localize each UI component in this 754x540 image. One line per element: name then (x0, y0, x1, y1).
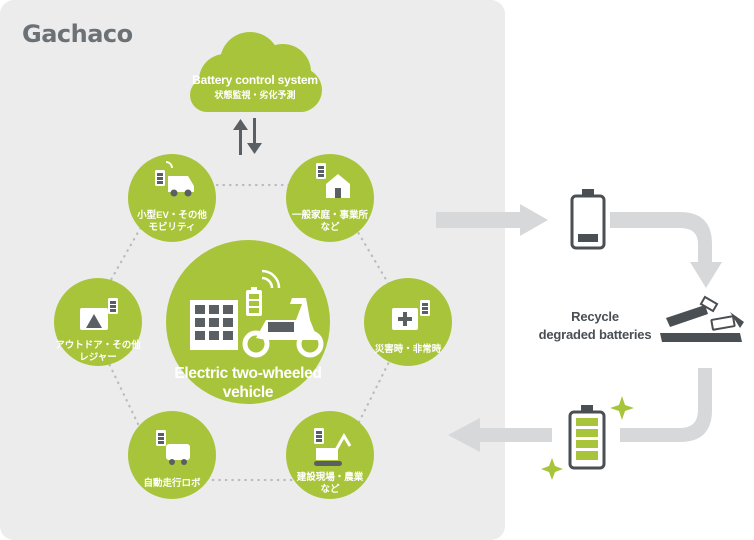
center-battery-icon (246, 269, 281, 316)
sync-arrows-icon (233, 118, 262, 155)
scooter-icon (242, 298, 324, 358)
gachaco-logo: Gachaco (22, 20, 133, 48)
node-construction-label: 建設現場・農業 など (280, 472, 380, 496)
node-construction-line1: 建設現場・農業 (296, 472, 364, 483)
node-home-label: 一般家庭・事業所 など (280, 210, 380, 234)
node-small-ev-line2: モビリティ (148, 221, 196, 233)
center-circle (166, 240, 330, 404)
degraded-battery-icon (570, 189, 606, 250)
excavator-icon (314, 428, 352, 466)
node-home-line1: 一般家庭・事業所 (291, 210, 368, 221)
node-outdoor-line2: レジャー (79, 351, 117, 363)
node-disaster-line1: 災害時・非常時 (374, 344, 442, 355)
node-outdoor-line1: アウトドア・その他 (55, 340, 141, 351)
node-robot-label: 自動走行ロボ (122, 478, 222, 490)
recycle-line1: Recycle (571, 309, 619, 324)
recycle-line2: degraded batteries (538, 326, 652, 342)
emergency-kit-icon (392, 300, 430, 330)
node-outdoor-label: アウトドア・その他 レジャー (48, 340, 148, 364)
building-icon (190, 300, 238, 350)
delivery-robot-icon (156, 430, 190, 465)
recycle-flow-arrows (436, 204, 722, 452)
battery-parts-icon (660, 295, 744, 342)
recycle-label: Recycle degraded batteries (520, 308, 670, 343)
house-icon (316, 163, 350, 198)
node-construction-line2: など (320, 483, 340, 495)
node-home-line2: など (320, 221, 340, 233)
node-small-ev-label: 小型EV・その他 モビリティ (122, 210, 222, 234)
small-ev-icon (155, 161, 194, 197)
camping-icon (80, 298, 118, 330)
cloud-subtitle: 状態監視・劣化予測 (214, 90, 296, 100)
refurbished-battery-icon (568, 405, 606, 470)
node-robot-line1: 自動走行ロボ (143, 478, 201, 489)
node-small-ev-line1: 小型EV・その他 (137, 210, 207, 221)
cloud-shape (190, 32, 322, 112)
center-title-line1: Electric two-wheeled (174, 365, 322, 382)
center-title-line2: vehicle (222, 384, 274, 401)
cloud-title: Battery control system (192, 73, 318, 87)
sparkle-icon (541, 396, 634, 480)
node-circles (54, 154, 452, 499)
node-disaster-label: 災害時・非常時 (358, 344, 458, 356)
